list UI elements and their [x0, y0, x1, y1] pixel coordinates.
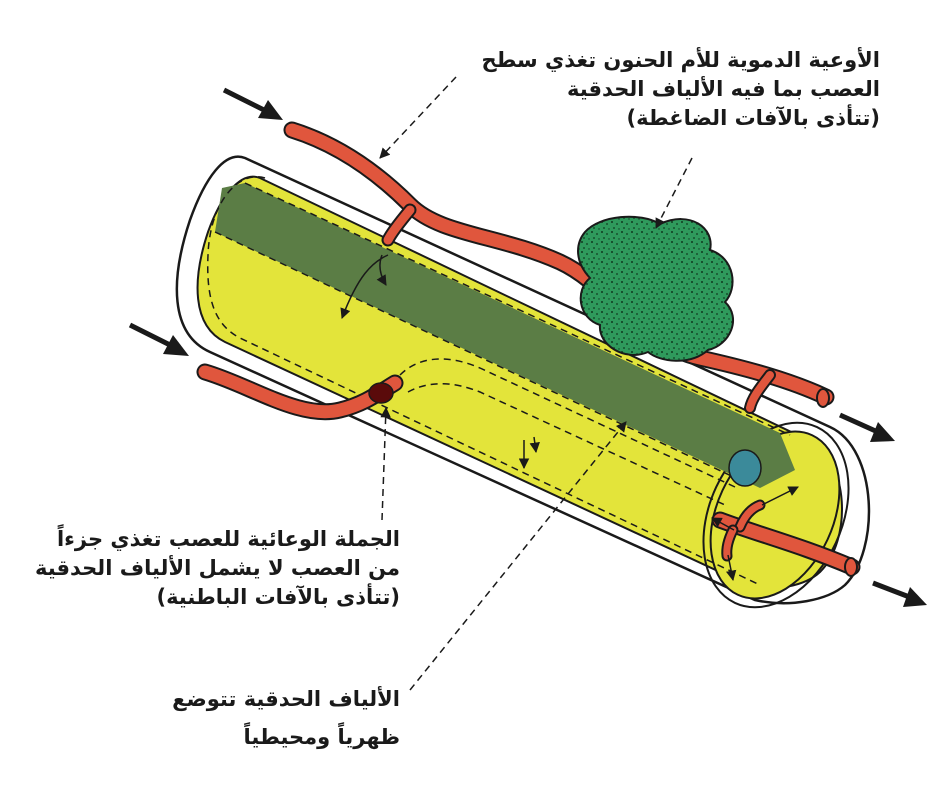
- inner-dashed-path-2: [407, 383, 726, 506]
- core-dashed-boundary: [206, 176, 761, 586]
- label-line: الجملة الوعائية للعصب تغذي جزءاً: [56, 527, 400, 551]
- label-line: الألياف الحدقية تتوضع: [172, 687, 400, 711]
- leader-line-fibers: [409, 421, 627, 691]
- label-line: العصب بما فيه الألياف الحدقية: [567, 77, 880, 101]
- label-line: الأوعية الدموية للأم الحنون تغذي سطح: [481, 48, 880, 72]
- label-line: (تتأذى بالآفات الضاغطة): [626, 106, 880, 130]
- pupillary-fiber-band: [215, 183, 795, 488]
- label-line: من العصب لا يشمل الألياف الحدقية: [34, 556, 400, 580]
- leader-line-vasa: [380, 406, 391, 521]
- label-vasa-nervorum: الجملة الوعائية للعصب تغذي جزءاً من العص…: [35, 525, 400, 612]
- dark-entry-spot: [368, 382, 394, 404]
- flow-arrow-icon: [340, 254, 389, 319]
- label-line: (تتأذى بالآفات الباطنية): [156, 585, 400, 609]
- flow-arrow-icon: [128, 322, 189, 356]
- flow-arrow-icon: [222, 87, 283, 120]
- sheath-end-ring: [702, 421, 850, 609]
- blue-spot: [728, 449, 762, 487]
- flow-arrow-icon: [711, 517, 735, 531]
- label-pupillary-fibers: الألياف الحدقية تتوضع ظهرياً ومحيطياً: [172, 680, 400, 756]
- flow-arrow-icon: [725, 554, 737, 582]
- flow-arrow-icon: [376, 254, 387, 286]
- label-pial-vessels: الأوعية الدموية للأم الحنون تغذي سطح الع…: [481, 46, 880, 133]
- flow-arrow-icon: [761, 486, 799, 506]
- flow-arrow-icon: [838, 412, 895, 442]
- flow-arrow-icon: [529, 436, 540, 454]
- stipple-mass-icon: [577, 215, 735, 362]
- label-line: ظهرياً ومحيطياً: [243, 725, 400, 749]
- leader-line-mass: [655, 157, 693, 229]
- leader-line-vessels: [379, 76, 457, 159]
- flow-arrow-icon: [872, 580, 927, 607]
